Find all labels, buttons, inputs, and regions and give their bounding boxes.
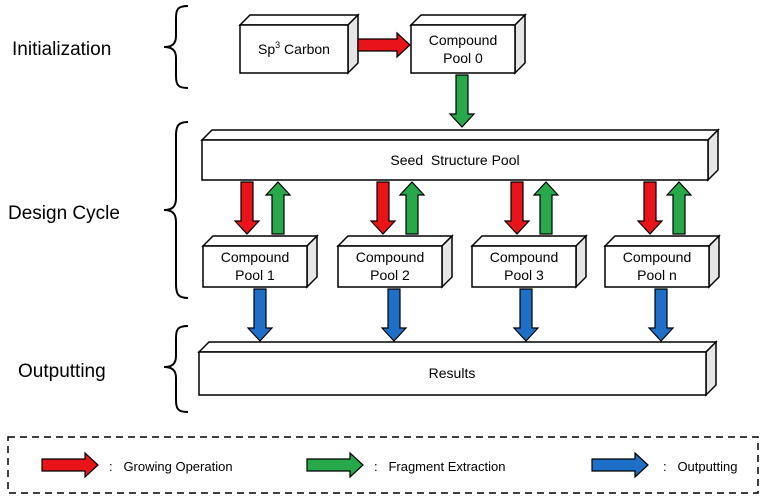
brace-outputting — [163, 325, 189, 413]
seed-structure-pool-box — [200, 128, 720, 182]
compound-pool-2-line2: Pool 2 — [370, 267, 410, 283]
legend-fragment-arrow — [306, 451, 364, 479]
braces — [163, 5, 189, 413]
brace-initialization — [163, 5, 189, 89]
compound-pool-2-box — [336, 234, 454, 289]
legend-growing-arrow — [41, 451, 99, 479]
sp3-carbon-label: Sp3 Carbon — [258, 40, 330, 57]
fragment-arrow-pool-1 — [264, 181, 292, 235]
outputting-arrow-pool-4 — [647, 288, 675, 342]
compound-pool-3-box — [470, 234, 588, 289]
sp3-carbon-box — [238, 13, 360, 75]
fragment-arrow-pool-2 — [398, 181, 426, 235]
compound-pool-0-line2: Pool 0 — [443, 50, 483, 66]
seed-structure-pool-label: Seed Structure Pool — [390, 152, 519, 168]
legend-border — [7, 436, 759, 494]
compound-pool-n-line2: Pool n — [637, 267, 677, 283]
growing-arrow-pool-3 — [503, 181, 531, 235]
legend-growing-label: : Growing Operation — [109, 459, 233, 474]
growing-arrow-pool-4 — [636, 181, 664, 235]
legend-outputting-arrow — [591, 451, 649, 479]
results-label: Results — [429, 365, 476, 381]
fragment-arrow-pool-3 — [532, 181, 560, 235]
outputting-arrow-pool-2 — [380, 288, 408, 342]
compound-pool-2-line1: Compound — [356, 249, 425, 265]
legend-fragment-label: : Fragment Extraction — [374, 459, 506, 474]
fragment-arrow-pool-4 — [665, 181, 693, 235]
growing-arrow-pool-2 — [369, 181, 397, 235]
stage-label-outputting: Outputting — [18, 361, 106, 382]
fragment-arrow-init — [448, 74, 476, 128]
legend-outputting-label: : Outputting — [663, 459, 737, 474]
compound-pool-n-line1: Compound — [623, 249, 692, 265]
stage-label-design-cycle: Design Cycle — [8, 203, 120, 224]
growing-arrow-init — [357, 31, 411, 59]
compound-pool-1-line2: Pool 1 — [235, 267, 275, 283]
compound-pool-3-line2: Pool 3 — [504, 267, 544, 283]
outputting-arrow-pool-3 — [512, 288, 540, 342]
compound-pool-1-line1: Compound — [221, 249, 290, 265]
compound-pool-n-box — [603, 234, 721, 289]
stage-label-initialization: Initialization — [12, 39, 111, 60]
arrows-layer — [41, 31, 693, 479]
compound-pool-3-line1: Compound — [490, 249, 559, 265]
compound-pool-0-line1: Compound — [429, 32, 498, 48]
compound-pool-0-box — [409, 13, 527, 75]
compound-pool-1-box — [201, 234, 319, 289]
brace-design-cycle — [163, 121, 189, 299]
outputting-arrow-pool-1 — [246, 288, 274, 342]
growing-arrow-pool-1 — [233, 181, 261, 235]
results-box — [197, 340, 718, 397]
